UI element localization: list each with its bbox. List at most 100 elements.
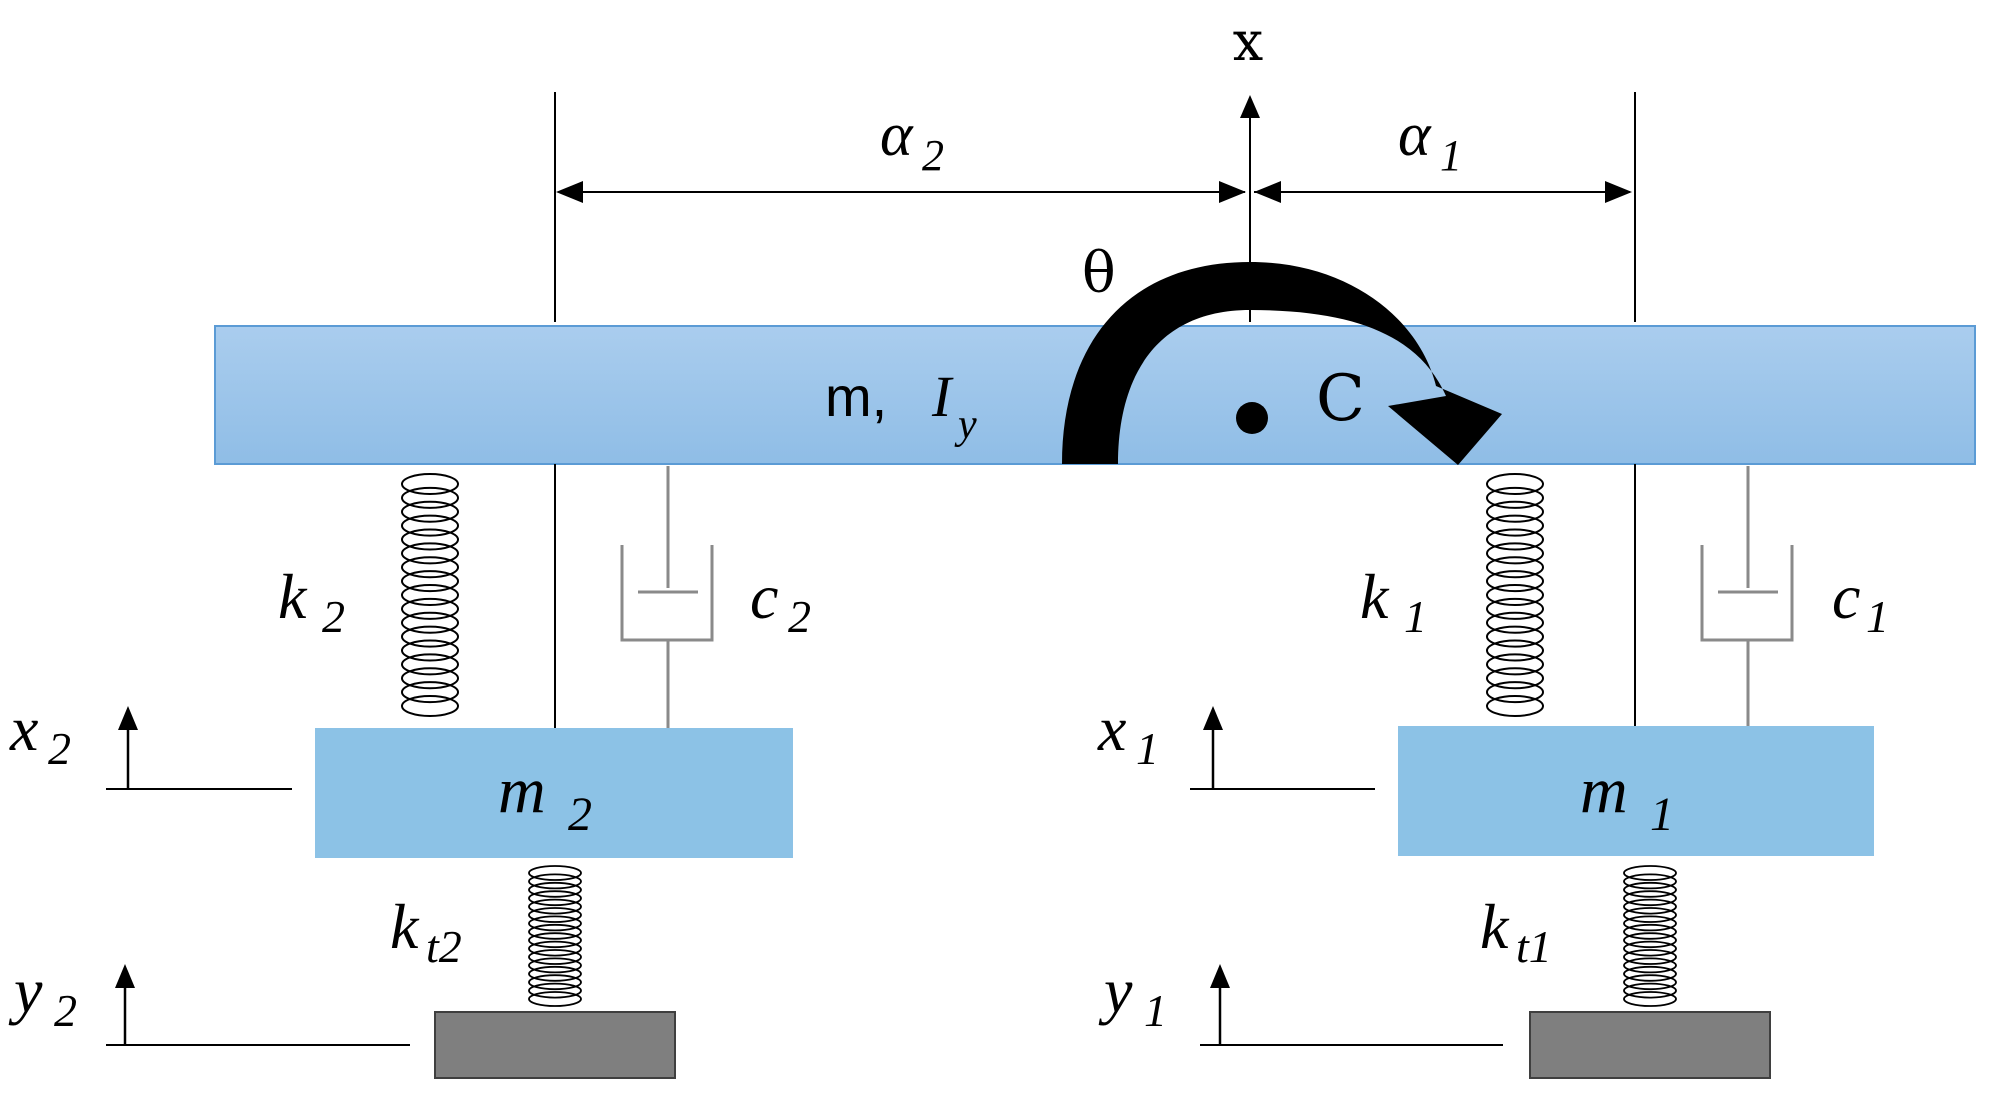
spring-coil (1623, 940, 1677, 957)
label-kt1: k (1480, 891, 1510, 962)
spring-coil (1486, 695, 1544, 717)
spring-coil (401, 611, 459, 634)
spring-coil (1486, 514, 1544, 537)
spring-coil (528, 907, 582, 923)
label-alpha-2: α (880, 101, 914, 169)
label-k2-sub: 2 (322, 591, 345, 642)
spring-coil (1623, 865, 1677, 881)
spring-coil (401, 639, 459, 662)
label-body-inertia: I (931, 364, 954, 429)
label-body-mass: m, (825, 365, 887, 428)
label-theta: θ (1082, 241, 1116, 306)
spring-coil (528, 865, 582, 881)
spring-coil (1623, 974, 1677, 991)
spring-coil (1623, 923, 1677, 940)
spring-coil (1486, 528, 1544, 551)
spring-coil (401, 500, 459, 523)
spring-coil (401, 625, 459, 648)
label-center-of-gravity: C (1316, 362, 1365, 436)
spring-coil (1623, 957, 1677, 974)
label-kt2: k (390, 891, 420, 962)
label-x1-sub: 1 (1136, 723, 1159, 774)
spring-coil (1623, 915, 1677, 932)
spring-coil (1486, 597, 1544, 620)
spring-coil (401, 486, 459, 509)
label-m1: m (1580, 754, 1628, 827)
x-axis-arrowhead (1240, 95, 1260, 118)
spring-coil (1486, 542, 1544, 565)
label-x2: x (9, 693, 38, 764)
label-m2-sub: 2 (568, 788, 592, 841)
pitch-rotation-arrow (1062, 262, 1502, 465)
spring-coil (528, 991, 582, 1007)
spring-k2 (401, 473, 459, 717)
spring-coil (1486, 556, 1544, 579)
spring-coil (528, 873, 582, 890)
spring-coil (401, 570, 459, 593)
label-m2: m (498, 754, 546, 827)
x-axis-label: x (1233, 10, 1263, 73)
spring-coil (528, 915, 582, 932)
label-alpha-1: α (1398, 101, 1432, 169)
spring-coil (528, 957, 582, 974)
spring-coil (528, 974, 582, 991)
spring-coil (1486, 486, 1544, 509)
damper-c2 (620, 466, 714, 728)
spring-coil (1623, 898, 1677, 915)
dimension-arrow-a2-left (556, 181, 583, 203)
spring-coil (401, 695, 459, 717)
label-y2: y (8, 955, 43, 1026)
spring-coil (401, 667, 459, 690)
label-kt2-sub: t2 (426, 921, 462, 972)
label-x2-sub: 2 (48, 723, 71, 774)
spring-coil (528, 923, 582, 940)
y2-arrowhead (115, 964, 135, 988)
label-y1: y (1098, 955, 1133, 1026)
spring-coil (528, 890, 582, 907)
spring-coil (1623, 982, 1677, 999)
spring-coil (1486, 570, 1544, 593)
spring-coil (1623, 873, 1677, 890)
spring-coil (1623, 907, 1677, 923)
x2-arrowhead (118, 706, 138, 730)
ground-block-left (434, 1011, 676, 1079)
spring-coil (1486, 584, 1544, 606)
spring-coil (528, 982, 582, 999)
spring-coil (1623, 949, 1677, 965)
spring-coil (1486, 681, 1544, 704)
dimension-arrow-a1-right (1605, 181, 1632, 203)
spring-coil (1486, 625, 1544, 648)
spring-coil (528, 949, 582, 965)
label-k1-sub: 1 (1404, 591, 1427, 642)
label-c2-sub: 2 (788, 591, 811, 642)
label-y1-sub: 1 (1144, 985, 1167, 1036)
spring-coil (401, 597, 459, 620)
spring-coil (528, 940, 582, 957)
label-alpha-1-sub: 1 (1440, 131, 1462, 180)
spring-coil (1486, 473, 1544, 495)
label-kt1-sub: t1 (1516, 921, 1552, 972)
dimension-arrow-a2-right (1219, 181, 1246, 203)
center-of-gravity-dot (1236, 402, 1268, 434)
x1-arrowhead (1203, 706, 1223, 730)
spring-coil (401, 528, 459, 551)
label-m1-sub: 1 (1650, 788, 1674, 841)
label-k1: k (1360, 561, 1390, 632)
spring-coil (401, 556, 459, 579)
label-c1: c (1832, 561, 1860, 632)
spring-coil (528, 932, 582, 949)
spring-coil (1623, 881, 1677, 898)
spring-coil (528, 881, 582, 898)
label-y2-sub: 2 (54, 985, 77, 1036)
spring-coil (401, 653, 459, 676)
unsprung-mass-m1 (1398, 726, 1874, 856)
spring-coil (401, 681, 459, 704)
spring-k1 (1486, 473, 1544, 717)
spring-coil (1486, 653, 1544, 676)
label-c1-sub: 1 (1866, 591, 1889, 642)
dimension-arrow-a1-left (1254, 181, 1281, 203)
spring-coil (401, 514, 459, 537)
spring-coil (1486, 667, 1544, 690)
tire-spring-kt1 (1623, 865, 1677, 1007)
